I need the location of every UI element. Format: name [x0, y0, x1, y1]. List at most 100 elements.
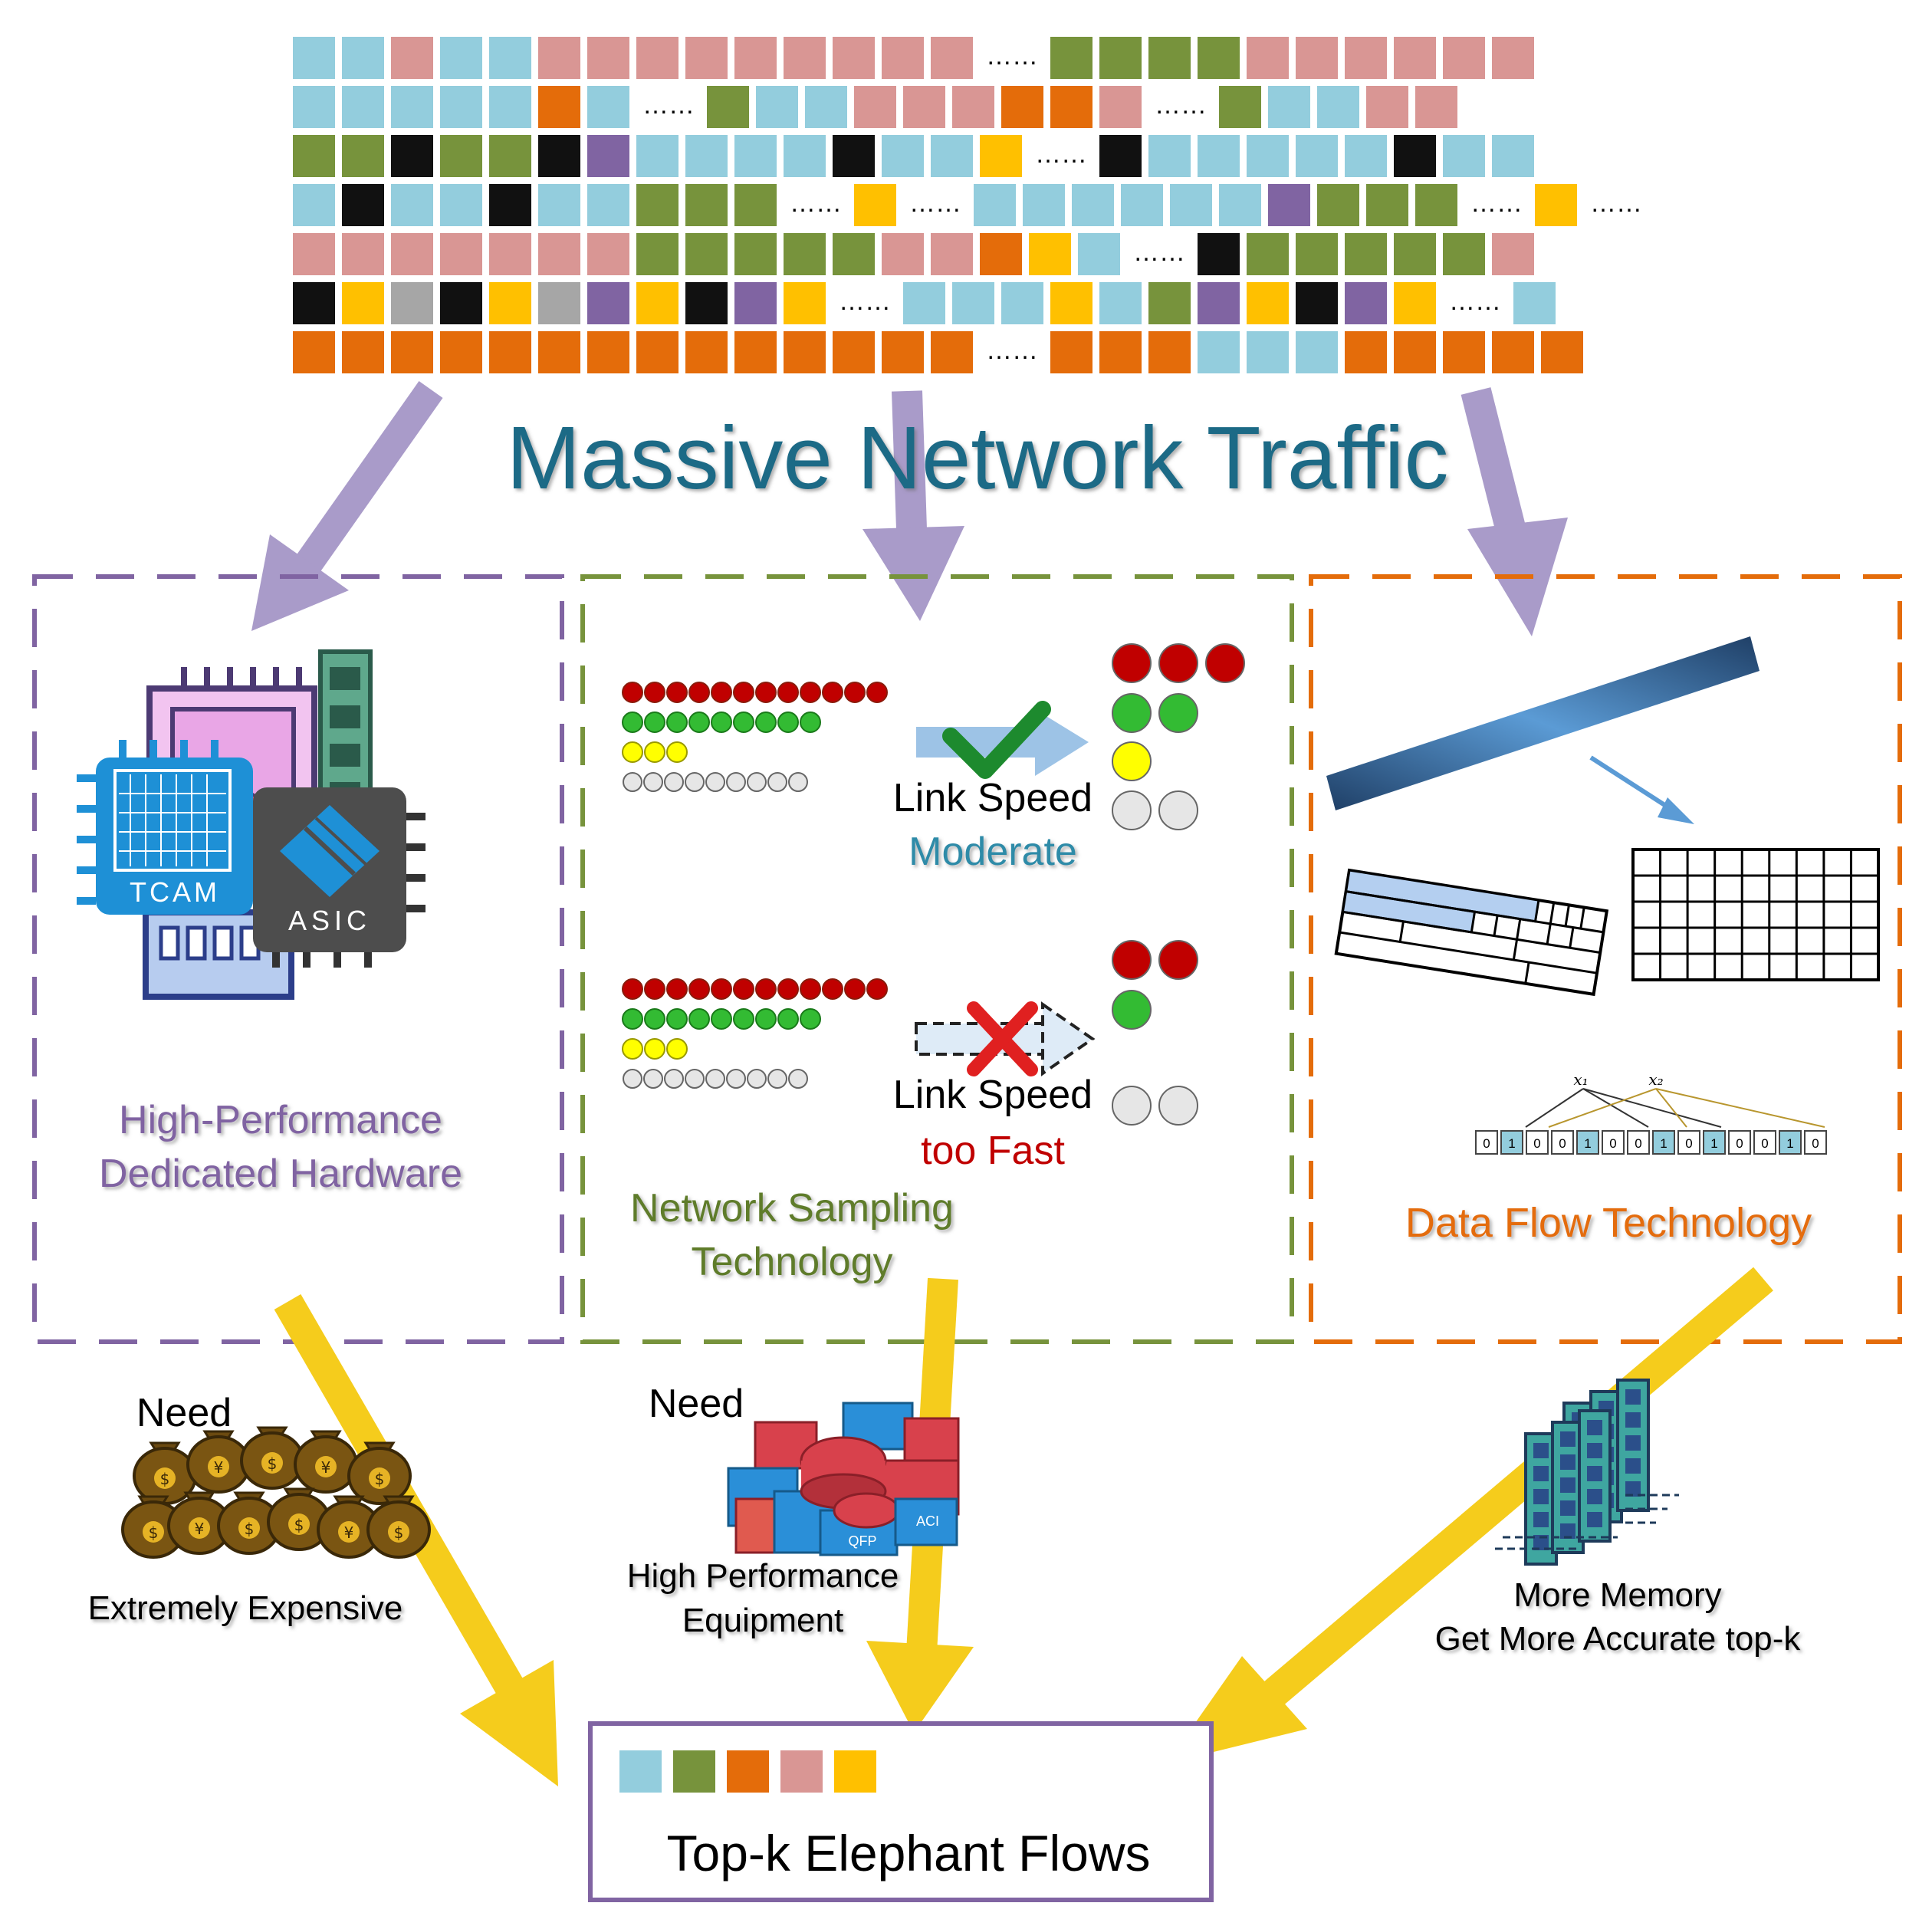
- packet-cell: [1492, 37, 1534, 79]
- bit-cell: [1677, 1130, 1700, 1155]
- packet-cell: [1394, 331, 1436, 373]
- sample-dot: [777, 978, 799, 1000]
- packet-cell: [833, 331, 875, 373]
- sample-dot: [800, 978, 821, 1000]
- sample-dot: [622, 1038, 643, 1060]
- packet-cell: [756, 86, 798, 128]
- packet-cell: [440, 184, 482, 226]
- packet-cell: [440, 282, 482, 324]
- packet-cell: [1099, 37, 1142, 79]
- packet-cell: [293, 135, 335, 177]
- memory-chip: [1625, 1412, 1641, 1428]
- sample-dot: [666, 682, 688, 703]
- packet-cell: [685, 184, 728, 226]
- packet-cell: [342, 233, 384, 275]
- bit-value: 0: [1559, 1136, 1566, 1151]
- equipment-caption-line1: High Performance: [627, 1557, 899, 1595]
- packet-cell: [391, 184, 433, 226]
- packet-cell: [293, 184, 335, 226]
- sample-dot: [822, 682, 843, 703]
- sample-dot: [622, 712, 643, 733]
- packet-cell: [1247, 37, 1289, 79]
- bit-cell: [1804, 1130, 1827, 1155]
- packet-cell: [1050, 37, 1092, 79]
- bit-value: 1: [1710, 1136, 1717, 1151]
- need-label-center: Need: [649, 1382, 744, 1426]
- ellipsis-text: ……: [839, 287, 891, 316]
- sample-dot: [623, 1069, 642, 1089]
- memory-chip: [1533, 1466, 1549, 1481]
- sample-dot: [705, 772, 725, 792]
- sampled-dot: [1158, 693, 1198, 733]
- packet-cell: [1198, 135, 1240, 177]
- coin-mark: [208, 1456, 229, 1477]
- packet-cell: [489, 86, 531, 128]
- bit-cell: [1753, 1130, 1776, 1155]
- coin-mark: [388, 1521, 409, 1543]
- bit-cell: [1652, 1130, 1675, 1155]
- bit-cell: [1500, 1130, 1523, 1155]
- tcam-label: TCAM: [130, 876, 220, 908]
- asic-label: ASIC: [288, 905, 371, 936]
- network-equipment-icon: QFP ACI: [727, 1402, 960, 1556]
- currency-symbol: ¥: [344, 1523, 354, 1542]
- packet-cell: [342, 184, 384, 226]
- packet-cell: [293, 282, 335, 324]
- packet-cell: [1148, 282, 1191, 324]
- coin-mark: [369, 1467, 390, 1489]
- packet-cell: [342, 37, 384, 79]
- packet-cell: [1345, 37, 1387, 79]
- sample-dot: [822, 978, 843, 1000]
- packet-cell: [784, 282, 826, 324]
- sample-dot: [622, 978, 643, 1000]
- packet-cell: [1415, 184, 1457, 226]
- packet-cell: [489, 37, 531, 79]
- packet-cell: [1296, 37, 1338, 79]
- packet-cell: [1001, 282, 1043, 324]
- sample-dot: [726, 772, 746, 792]
- packet-cell: [734, 37, 777, 79]
- sample-dot: [666, 1008, 688, 1030]
- packet-cell: [882, 37, 924, 79]
- hardware-label-line1: High-Performance: [119, 1098, 442, 1142]
- sampled-dot: [1112, 790, 1152, 830]
- sample-dot: [844, 978, 866, 1000]
- sample-dot: [666, 712, 688, 733]
- memory-chip: [1560, 1477, 1576, 1493]
- packet-cell: [1219, 86, 1261, 128]
- packet-cell: [538, 282, 580, 324]
- asic-chip-icon: ASIC: [253, 787, 426, 968]
- packet-cell: [391, 37, 433, 79]
- expensive-caption: Extremely Expensive: [88, 1589, 403, 1627]
- packet-cell: [1198, 331, 1240, 373]
- packet-cell: [1198, 282, 1240, 324]
- sample-dot: [733, 712, 754, 733]
- sampling-label-line2: Technology: [691, 1240, 892, 1284]
- memory-chip: [1560, 1454, 1576, 1470]
- result-swatch: [834, 1750, 876, 1793]
- packet-cell: [1198, 37, 1240, 79]
- packet-cell: [293, 331, 335, 373]
- packet-cell: [489, 184, 531, 226]
- packet-cell: [1394, 282, 1436, 324]
- packet-cell: [1492, 233, 1534, 275]
- bit-cell: [1602, 1130, 1625, 1155]
- hash-x2: x₂: [1648, 1070, 1663, 1089]
- bit-value: 1: [1508, 1136, 1515, 1151]
- link-speed-label-2: Link Speed: [893, 1073, 1092, 1117]
- coin-mark: [315, 1456, 337, 1477]
- memory-chip: [1587, 1489, 1602, 1504]
- ellipsis-text: ……: [1470, 189, 1523, 218]
- memory-chip: [1560, 1500, 1576, 1516]
- packet-cell: [1029, 233, 1071, 275]
- packet-cell: [1072, 184, 1114, 226]
- packet-cell: [833, 233, 875, 275]
- dataflow-label: Data Flow Technology: [1405, 1200, 1812, 1246]
- sample-dot: [688, 712, 710, 733]
- packet-cell: [685, 233, 728, 275]
- check-icon: [942, 701, 1051, 779]
- packet-cell: [440, 331, 482, 373]
- packet-cell: [1535, 184, 1577, 226]
- packet-cell: [636, 331, 678, 373]
